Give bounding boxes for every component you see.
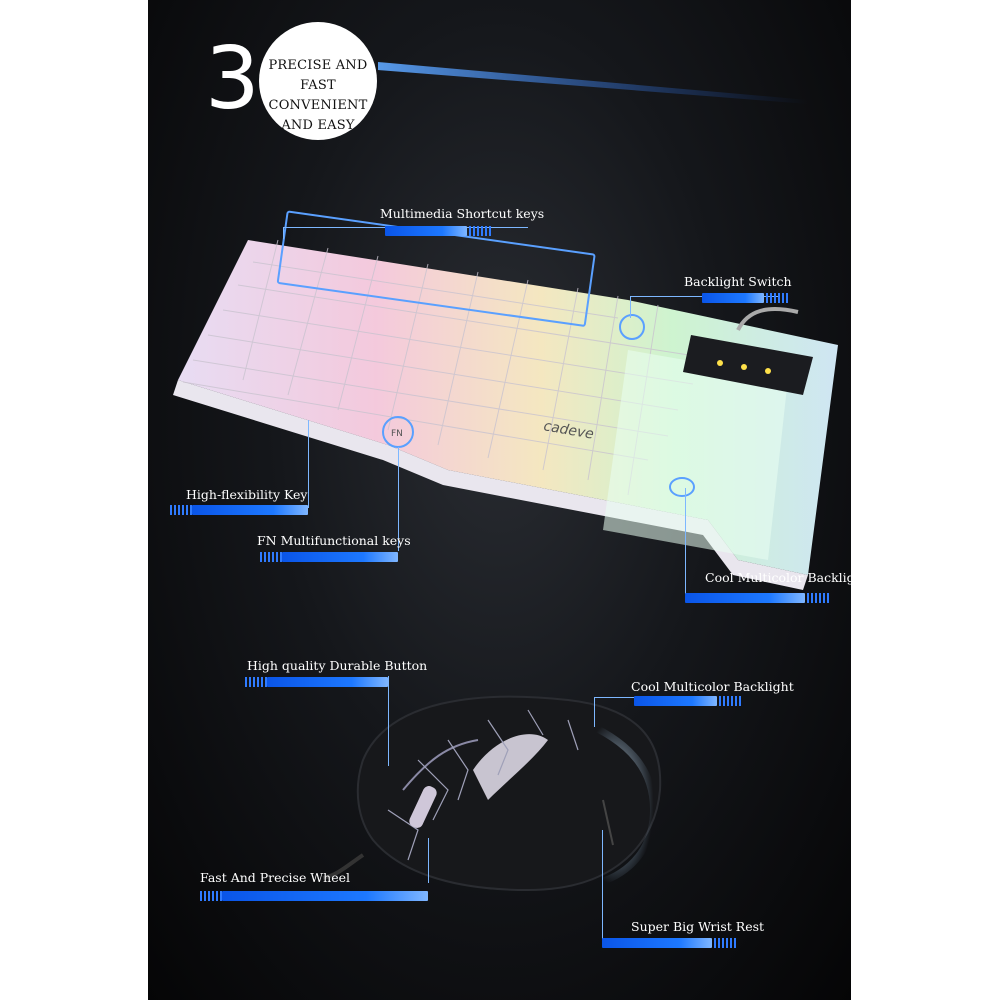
callout-fn-keys: FN Multifunctional keys	[257, 533, 411, 548]
mouse-body	[356, 695, 662, 892]
callout-mouse-backlight: Cool Multicolor Backlight	[631, 679, 794, 694]
header-line-1: PRECISE AND FAST	[268, 58, 368, 93]
mouse-image	[322, 695, 662, 892]
header-circle	[259, 22, 377, 140]
svg-text:FN: FN	[391, 429, 403, 439]
callout-wheel: Fast And Precise Wheel	[200, 870, 350, 885]
product-panel: 3 PRECISE AND FAST CONVENIENT AND EASY	[148, 0, 851, 1000]
callout-multimedia-keys: Multimedia Shortcut keys	[380, 206, 545, 221]
header-line-2: CONVENIENT	[268, 98, 368, 113]
header-text: PRECISE AND FAST CONVENIENT AND EASY	[251, 56, 385, 136]
header-line-3: AND EASY	[281, 118, 355, 133]
keyboard-image: cadeve FN	[173, 210, 838, 590]
section-number: 3	[205, 29, 260, 129]
callout-wrist-rest: Super Big Wrist Rest	[631, 919, 765, 934]
decor-streak	[378, 62, 808, 104]
callout-keyboard-backlight: Cool Multicolor Backlight	[705, 570, 851, 585]
callout-high-flexibility-key: High-flexibility Key	[186, 487, 308, 502]
callout-durable-button: High quality Durable Button	[247, 658, 428, 673]
callout-backlight-switch: Backlight Switch	[684, 274, 792, 289]
